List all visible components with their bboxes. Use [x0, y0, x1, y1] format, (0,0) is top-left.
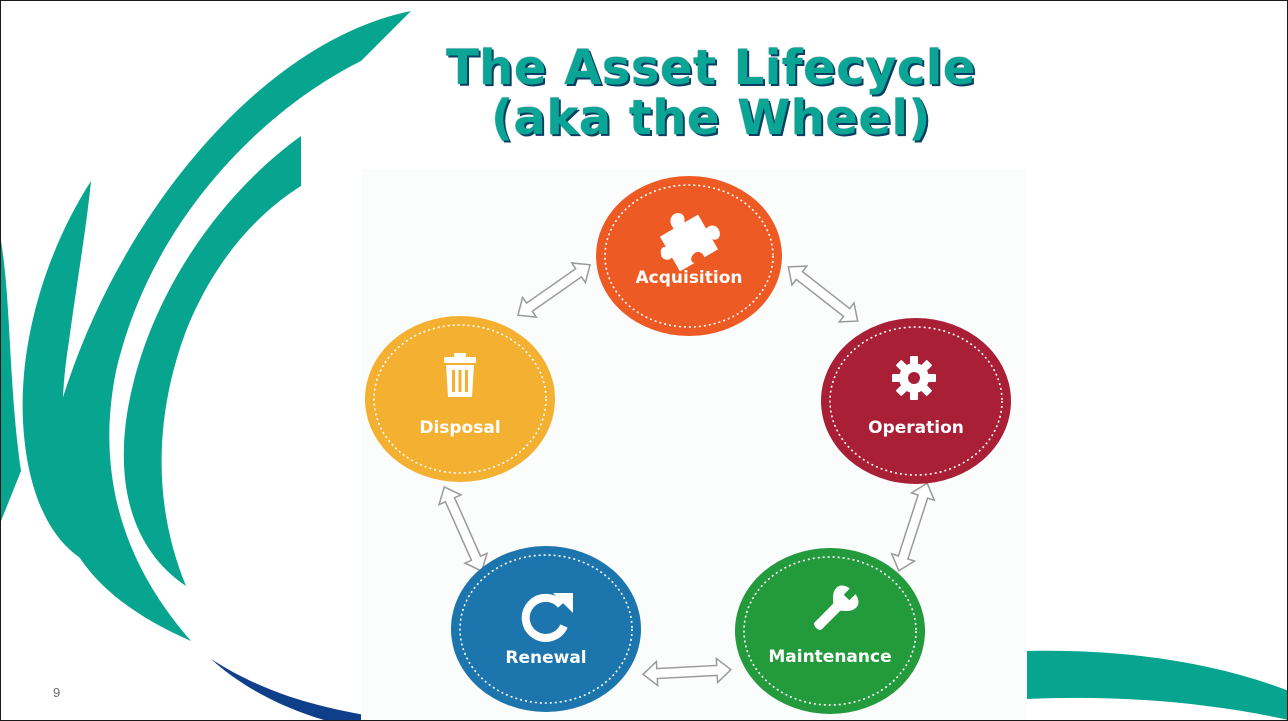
teal-swoosh-edge: [1, 241, 21, 521]
arrow-acquisition-operation: [787, 265, 859, 323]
arrow-operation-maintenance: [890, 482, 936, 572]
wrench-icon: [814, 585, 859, 630]
teal-swoosh-inner: [22, 181, 96, 566]
trash-icon: [444, 353, 476, 397]
title-line-2: (aka the Wheel): [491, 90, 931, 146]
gear-icon: [892, 356, 936, 400]
stage-label-disposal: Disposal: [419, 418, 500, 438]
stage-label-acquisition: Acquisition: [635, 268, 742, 288]
page-number: 9: [53, 685, 61, 700]
stage-label-operation: Operation: [868, 418, 964, 438]
arrow-renewal-maintenance: [641, 656, 733, 688]
stage-renewal: Renewal: [451, 546, 641, 712]
teal-swoosh-outer: [52, 11, 412, 641]
stage-label-renewal: Renewal: [505, 648, 586, 668]
puzzle-icon: [659, 213, 720, 272]
arrow-disposal-acquisition: [517, 262, 591, 318]
teal-swoosh-middle: [123, 136, 301, 586]
teal-swoosh-bottom-right: [1027, 650, 1287, 720]
stage-disposal: Disposal: [365, 316, 555, 482]
arrow-disposal-renewal: [437, 485, 489, 573]
cycle-arrows: [437, 262, 936, 688]
title-line-1: The Asset Lifecycle: [446, 40, 976, 96]
refresh-icon: [521, 593, 573, 642]
stage-label-maintenance: Maintenance: [768, 647, 891, 667]
stage-maintenance: Maintenance: [735, 548, 925, 714]
stage-operation: Operation: [821, 318, 1011, 484]
stage-acquisition: Acquisition: [596, 176, 782, 336]
navy-swoosh-bottom: [211, 659, 371, 720]
slide-title: The Asset Lifecycle (aka the Wheel): [431, 43, 991, 143]
